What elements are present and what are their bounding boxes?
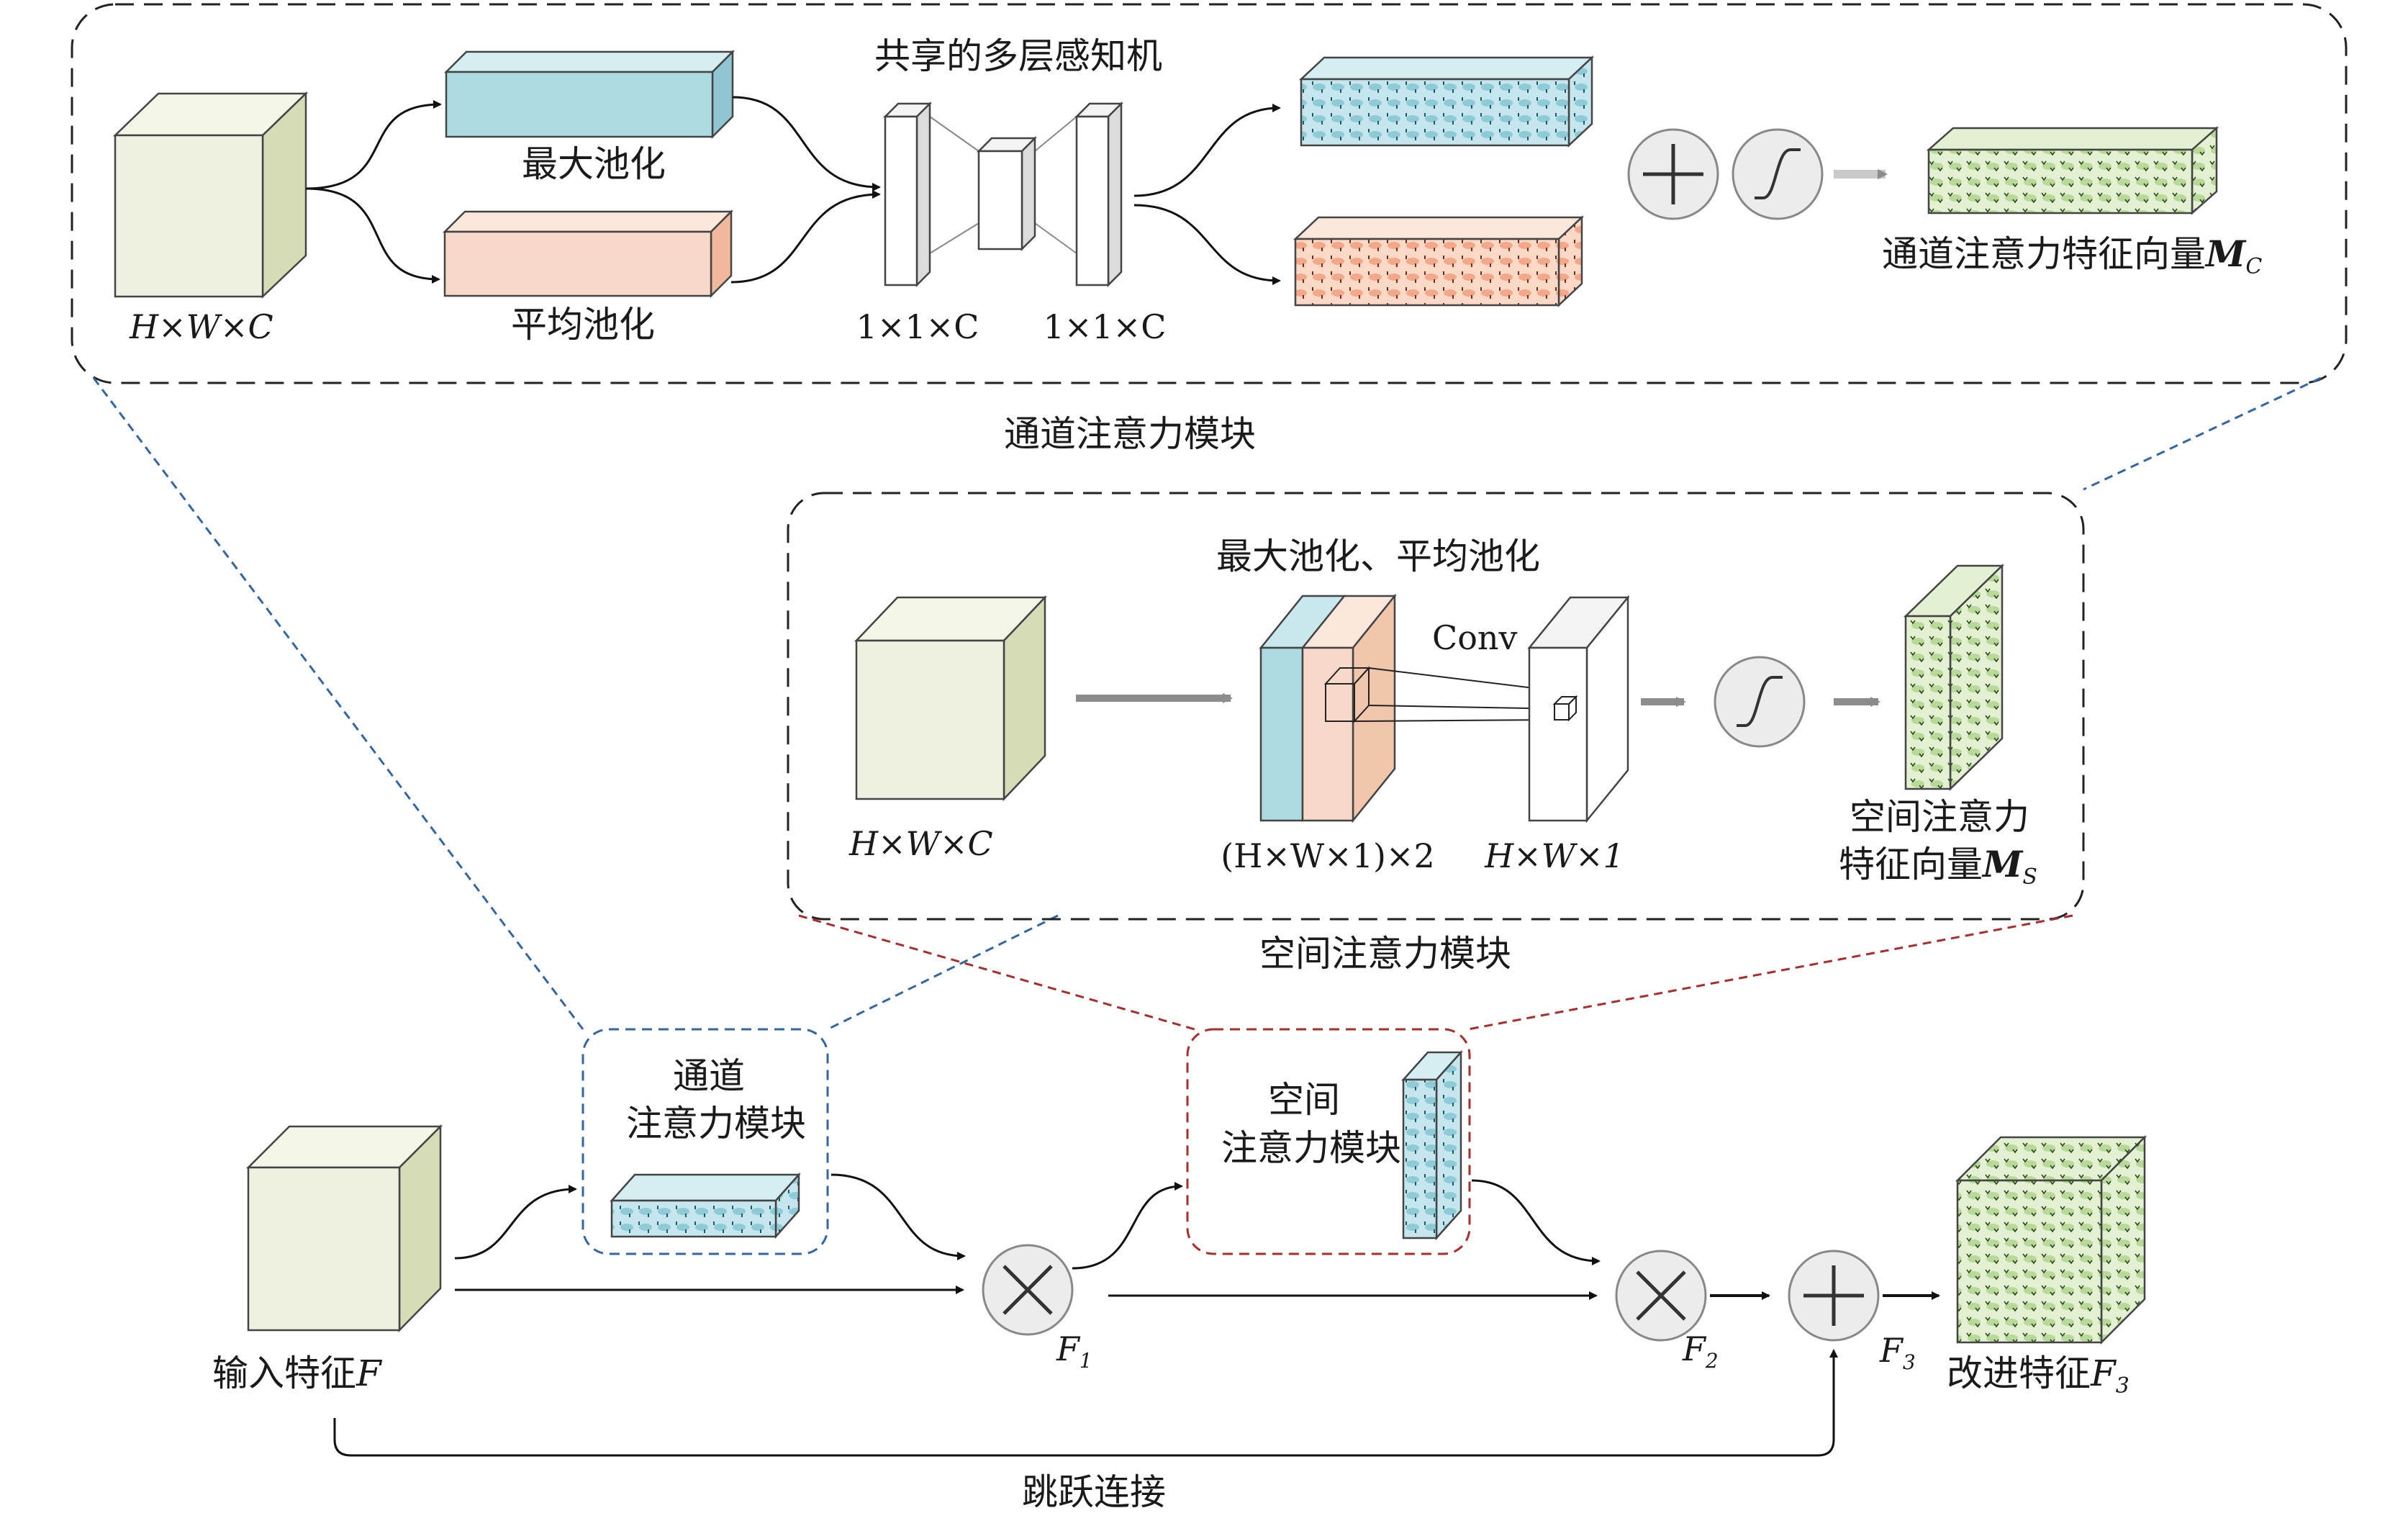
spatial-output-label-1: 空间注意力: [1850, 796, 2029, 838]
multiply-icon-1: [982, 1244, 1074, 1336]
spatial-pooling-label: 最大池化、平均池化: [1216, 536, 1540, 577]
output-feature-label: 改进特征F3: [1947, 1352, 2129, 1399]
channel-zoom-line-right-2: [827, 914, 1059, 1031]
spatial-pooled-maps: [1259, 593, 1397, 823]
input-feature-cube: [245, 1124, 443, 1333]
mlp-output-avg: [1293, 215, 1585, 307]
channel-zoom-line-right: [2083, 376, 2322, 491]
f3-label: F3: [1879, 1331, 1916, 1374]
channel-attention-module: H×W×C 最大池化 平均池化 共享的多层感知机: [71, 3, 2348, 455]
arrow-avg-pool-to-mlp: [730, 190, 881, 284]
channel-attention-vector: [1926, 126, 2219, 215]
arrow-channel-to-mul1: [830, 1173, 966, 1260]
skip-connection-label: 跳跃连接: [1022, 1471, 1166, 1513]
channel-sigmoid-icon: [1732, 128, 1824, 220]
arrow-max-pool-to-mlp: [732, 96, 881, 191]
conv-label: Conv: [1432, 618, 1518, 657]
shared-mlp: [882, 101, 1124, 288]
spatial-attention-vector: [1903, 564, 2005, 791]
channel-input-cube: [112, 91, 309, 299]
add-icon: [1788, 1250, 1880, 1342]
channel-box-vector: [610, 1172, 801, 1239]
mlp-dims-1: 1×1×C: [856, 307, 979, 346]
f1-label: F1: [1056, 1329, 1092, 1373]
conv-line-3: [1354, 719, 1555, 722]
channel-add-icon: [1627, 128, 1719, 220]
spatial-attention-module: 最大池化、平均池化 H×W×C (H×W×1)×2 Conv: [787, 492, 2085, 975]
avg-pool-bar: [442, 209, 734, 299]
channel-module-box: [581, 1028, 829, 1255]
arrow-to-avg-pool: [305, 187, 440, 284]
spatial-module-box: [1186, 1028, 1471, 1255]
channel-module-title: 通道注意力模块: [1004, 413, 1256, 455]
arrow-mlp-to-avg-out: [1133, 204, 1281, 285]
spatial-input-dims: H×W×C: [848, 824, 993, 863]
spatial-module-frame: [787, 492, 2085, 921]
shared-mlp-label: 共享的多层感知机: [874, 35, 1162, 77]
arrow-spatial-to-mul2: [1471, 1179, 1601, 1265]
channel-zoom-line-left: [92, 377, 584, 1030]
spatial-box-vector: [1401, 1049, 1463, 1241]
spatial-conv-map: [1527, 595, 1630, 823]
spatial-box-label-1: 空间: [1268, 1079, 1340, 1121]
spatial-module-title: 空间注意力模块: [1259, 933, 1511, 975]
output-feature-cube: [1955, 1134, 2147, 1345]
mlp-output-max: [1298, 55, 1595, 148]
channel-box-label-1: 通道: [673, 1055, 745, 1097]
arrow-mlp-to-max-out: [1133, 104, 1281, 197]
channel-input-dims: H×W×C: [129, 307, 273, 346]
spatial-box-label-2: 注意力模块: [1221, 1127, 1401, 1169]
spatial-output-label-2: 特征向量MS: [1839, 843, 2037, 890]
skip-connection-line: [333, 1349, 1838, 1457]
spatial-stack-dims: (H×W×1)×2: [1221, 836, 1434, 875]
f2-label: F2: [1682, 1329, 1719, 1373]
max-pool-label: 最大池化: [522, 143, 666, 185]
spatial-input-cube: [854, 595, 1047, 802]
avg-pool-label: 平均池化: [511, 304, 655, 345]
arrow-input-to-channel: [454, 1185, 577, 1260]
spatial-sigmoid-icon: [1714, 656, 1806, 748]
input-feature-label: 输入特征F: [212, 1352, 383, 1394]
arrow-mul1-to-spatial: [1072, 1182, 1183, 1270]
channel-box-label-2: 注意力模块: [626, 1103, 806, 1144]
spatial-zoom-line-left: [798, 914, 1195, 1031]
spatial-zoom-line-right: [1467, 914, 2073, 1031]
max-pool-bar: [443, 49, 735, 140]
channel-module-frame: [71, 3, 2348, 384]
multiply-icon-2: [1615, 1250, 1707, 1342]
arrow-to-max-pool: [305, 100, 442, 190]
pipeline: 输入特征F 通道 注意力模块 F1 空间 注意力模块: [212, 1028, 2147, 1513]
mlp-dims-2: 1×1×C: [1044, 307, 1167, 346]
spatial-conv-dims: H×W×1: [1484, 836, 1624, 875]
channel-output-label: 通道注意力特征向量MC: [1882, 232, 2262, 279]
